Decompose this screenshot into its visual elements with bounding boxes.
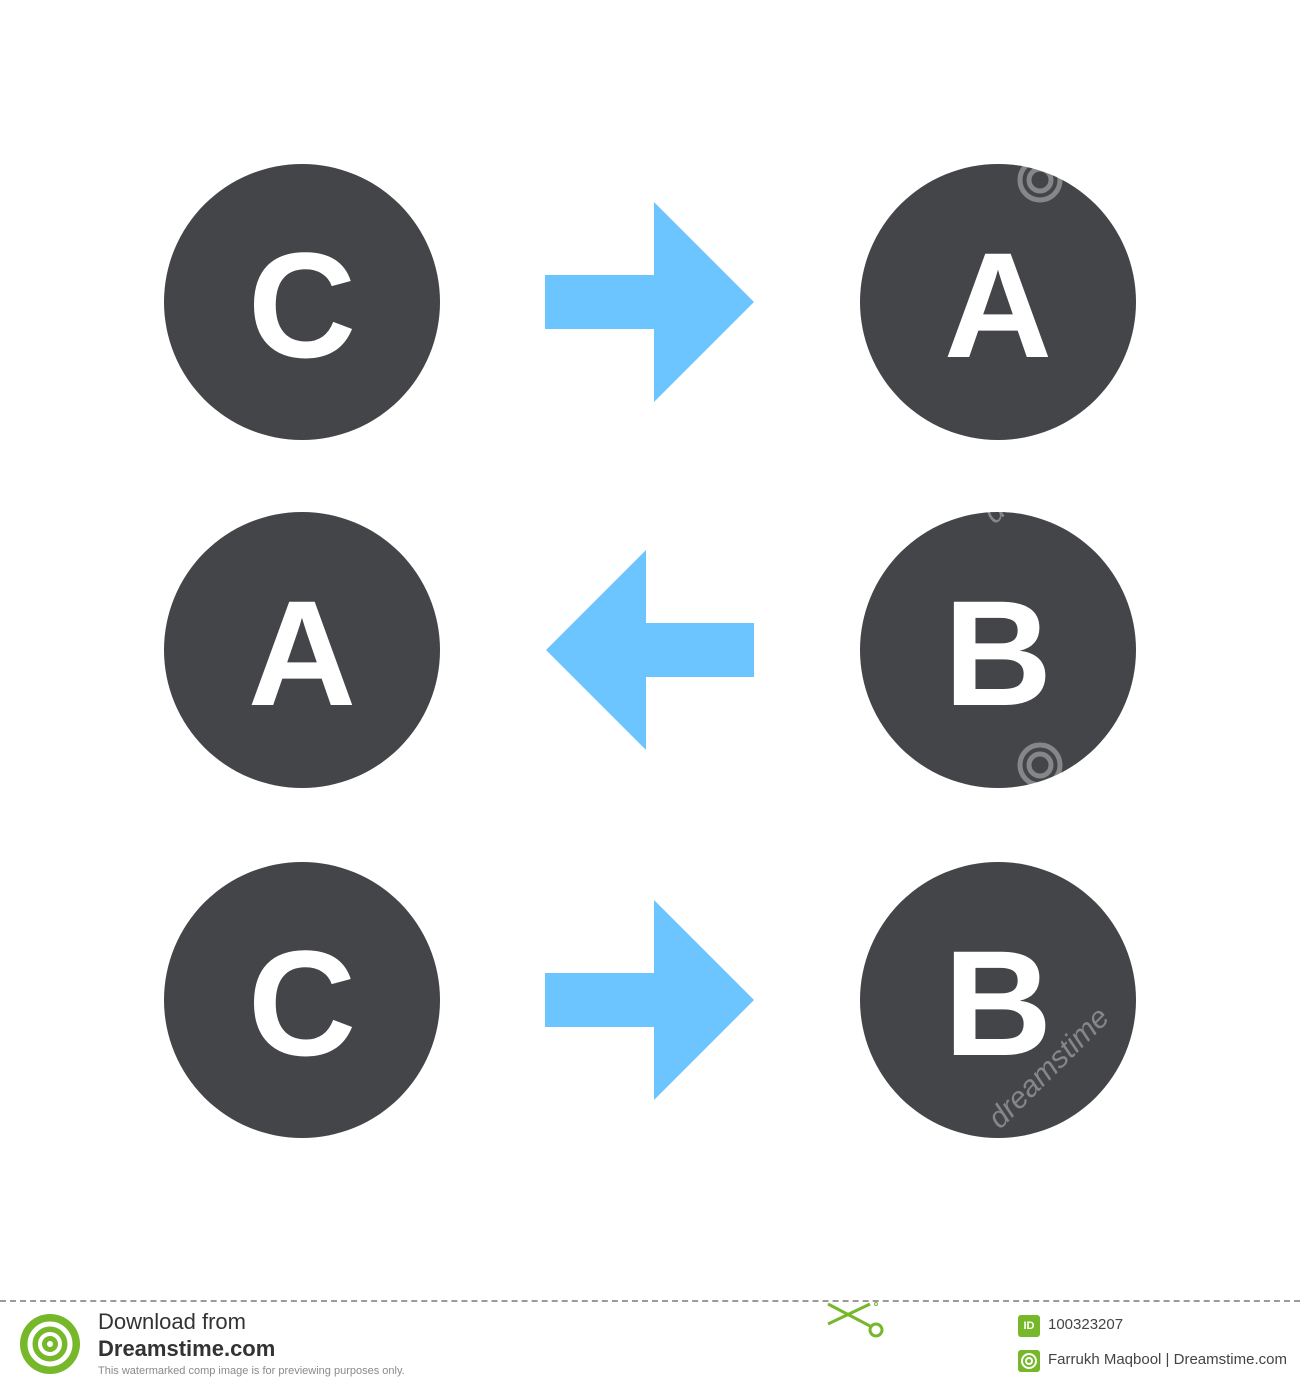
- circle-right-row-2-disc: [860, 512, 1136, 788]
- footer-divider: [0, 1300, 1300, 1302]
- circle-right-row-1-letter: A: [944, 221, 1052, 389]
- circle-left-row-1-letter: C: [248, 221, 356, 389]
- scissors-icon: [827, 1302, 884, 1338]
- circle-left-row-3: C: [164, 862, 440, 1138]
- image-id: 100323207: [1048, 1316, 1124, 1333]
- author-credit: Farrukh Maqbool | Dreamstime.com: [1048, 1351, 1287, 1368]
- footer-bar: Download from Dreamstime.com This waterm…: [0, 1300, 1300, 1390]
- watermark-disclaimer: This watermarked comp image is for previ…: [98, 1365, 405, 1377]
- arrow-right-icon-row-1: [545, 202, 754, 402]
- circle-left-row-2-letter: A: [248, 569, 356, 737]
- id-badge: ID: [1018, 1315, 1040, 1337]
- circle-left-row-2: A: [164, 512, 440, 788]
- circle-right-row-3-disc: [860, 862, 1136, 1138]
- site-name-link[interactable]: Dreamstime.com: [98, 1336, 276, 1361]
- arrow-right-icon-row-3: [545, 900, 754, 1100]
- author-icon: [1018, 1350, 1040, 1372]
- dreamstime-swirl-icon: [20, 1314, 80, 1374]
- circle-left-row-2-disc: [164, 512, 440, 788]
- arrow-left-icon-row-2: [546, 550, 754, 750]
- watermark-swirl-icon-2: [1017, 742, 1063, 788]
- circle-right-row-1-disc: [860, 164, 1136, 440]
- circle-right-row-3-letter: B: [944, 919, 1052, 1087]
- watermark-swirl-icon: [1017, 157, 1063, 203]
- circle-right-row-3: B: [860, 862, 1136, 1138]
- circle-left-row-1-disc: [164, 164, 440, 440]
- circle-left-row-1: C: [164, 164, 440, 440]
- circle-right-row-2-letter: B: [944, 569, 1052, 737]
- circle-right-row-1: A: [860, 164, 1136, 440]
- circle-right-row-2: B: [860, 512, 1136, 788]
- circle-left-row-3-disc: [164, 862, 440, 1138]
- download-from-text: Download from: [98, 1309, 246, 1334]
- circle-left-row-3-letter: C: [248, 919, 356, 1087]
